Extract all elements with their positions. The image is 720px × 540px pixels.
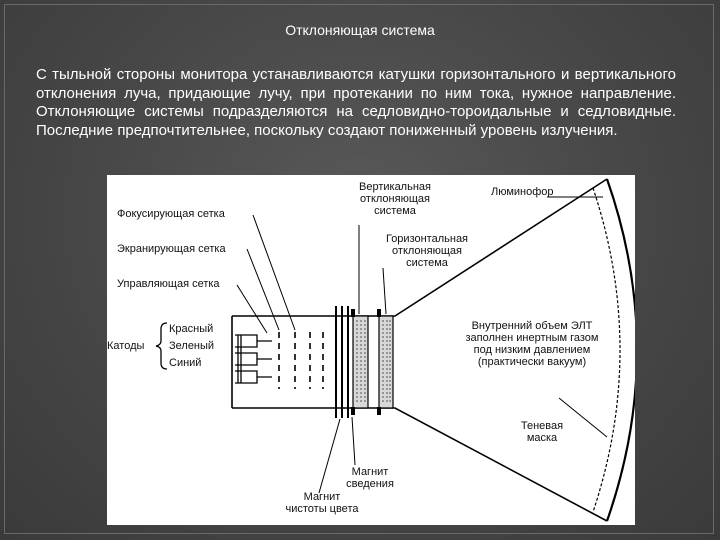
label-line: под низким давлением — [473, 344, 591, 356]
label-screening-grid: Экранирующая сетка — [117, 243, 226, 255]
cathode-brace — [155, 322, 168, 370]
shadow-mask — [592, 187, 621, 513]
screen-outer — [605, 178, 635, 522]
grid-electrodes — [278, 332, 324, 389]
label-convergence-magnet: Магнит сведения — [335, 466, 405, 490]
label-focusing-grid: Фокусирующая сетка — [117, 208, 225, 220]
label-color-purity-magnet: Магнит чистоты цвета — [277, 491, 367, 515]
label-line: система — [374, 205, 416, 217]
label-line: Горизонтальная — [385, 233, 469, 245]
label-line: чистоты цвета — [285, 503, 359, 515]
label-line: отклоняющая — [392, 245, 462, 257]
label-control-grid: Управляющая сетка — [117, 278, 220, 290]
label-line: Магнит — [303, 491, 341, 503]
deflection-coils — [351, 309, 394, 415]
label-line: (практически вакуум) — [477, 356, 587, 368]
slide-paragraph: С тыльной стороны монитора устанавливают… — [36, 66, 676, 139]
label-blue-cathode: Синий — [169, 357, 202, 369]
slide-frame — [4, 4, 714, 534]
label-phosphor: Люминофор — [491, 186, 554, 198]
tube-neck-top — [232, 178, 608, 317]
label-line: Вертикальная — [359, 181, 431, 193]
label-line: Теневая — [520, 420, 564, 432]
label-inner-volume: Внутренний объем ЭЛТ заполнен инертным г… — [447, 320, 617, 368]
label-line: отклоняющая — [360, 193, 430, 205]
crt-drawing — [155, 178, 635, 522]
label-line: сведения — [346, 478, 394, 490]
slide-title: Отклоняющая система — [285, 22, 435, 38]
label-green-cathode: Зеленый — [169, 340, 215, 352]
label-vertical-deflection-system: Вертикальная отклоняющая система — [335, 181, 455, 217]
label-line: система — [406, 257, 448, 269]
label-line: маска — [526, 432, 558, 444]
tube-neck-bottom — [232, 407, 608, 522]
label-line: Магнит — [351, 466, 389, 478]
magnets — [335, 306, 349, 418]
label-shadow-mask: Теневая маска — [507, 420, 577, 444]
crt-diagram: Вертикальная отклоняющая система Люминоф… — [107, 175, 635, 525]
cathode-assembly — [235, 334, 272, 384]
label-line: Внутренний объем ЭЛТ — [471, 320, 593, 332]
label-horizontal-deflection-system: Горизонтальная отклоняющая система — [367, 233, 487, 269]
label-cathodes: Катоды — [107, 340, 145, 352]
label-red-cathode: Красный — [169, 323, 214, 335]
label-line: заполнен инертным газом — [465, 332, 599, 344]
leader-lines — [236, 196, 608, 494]
